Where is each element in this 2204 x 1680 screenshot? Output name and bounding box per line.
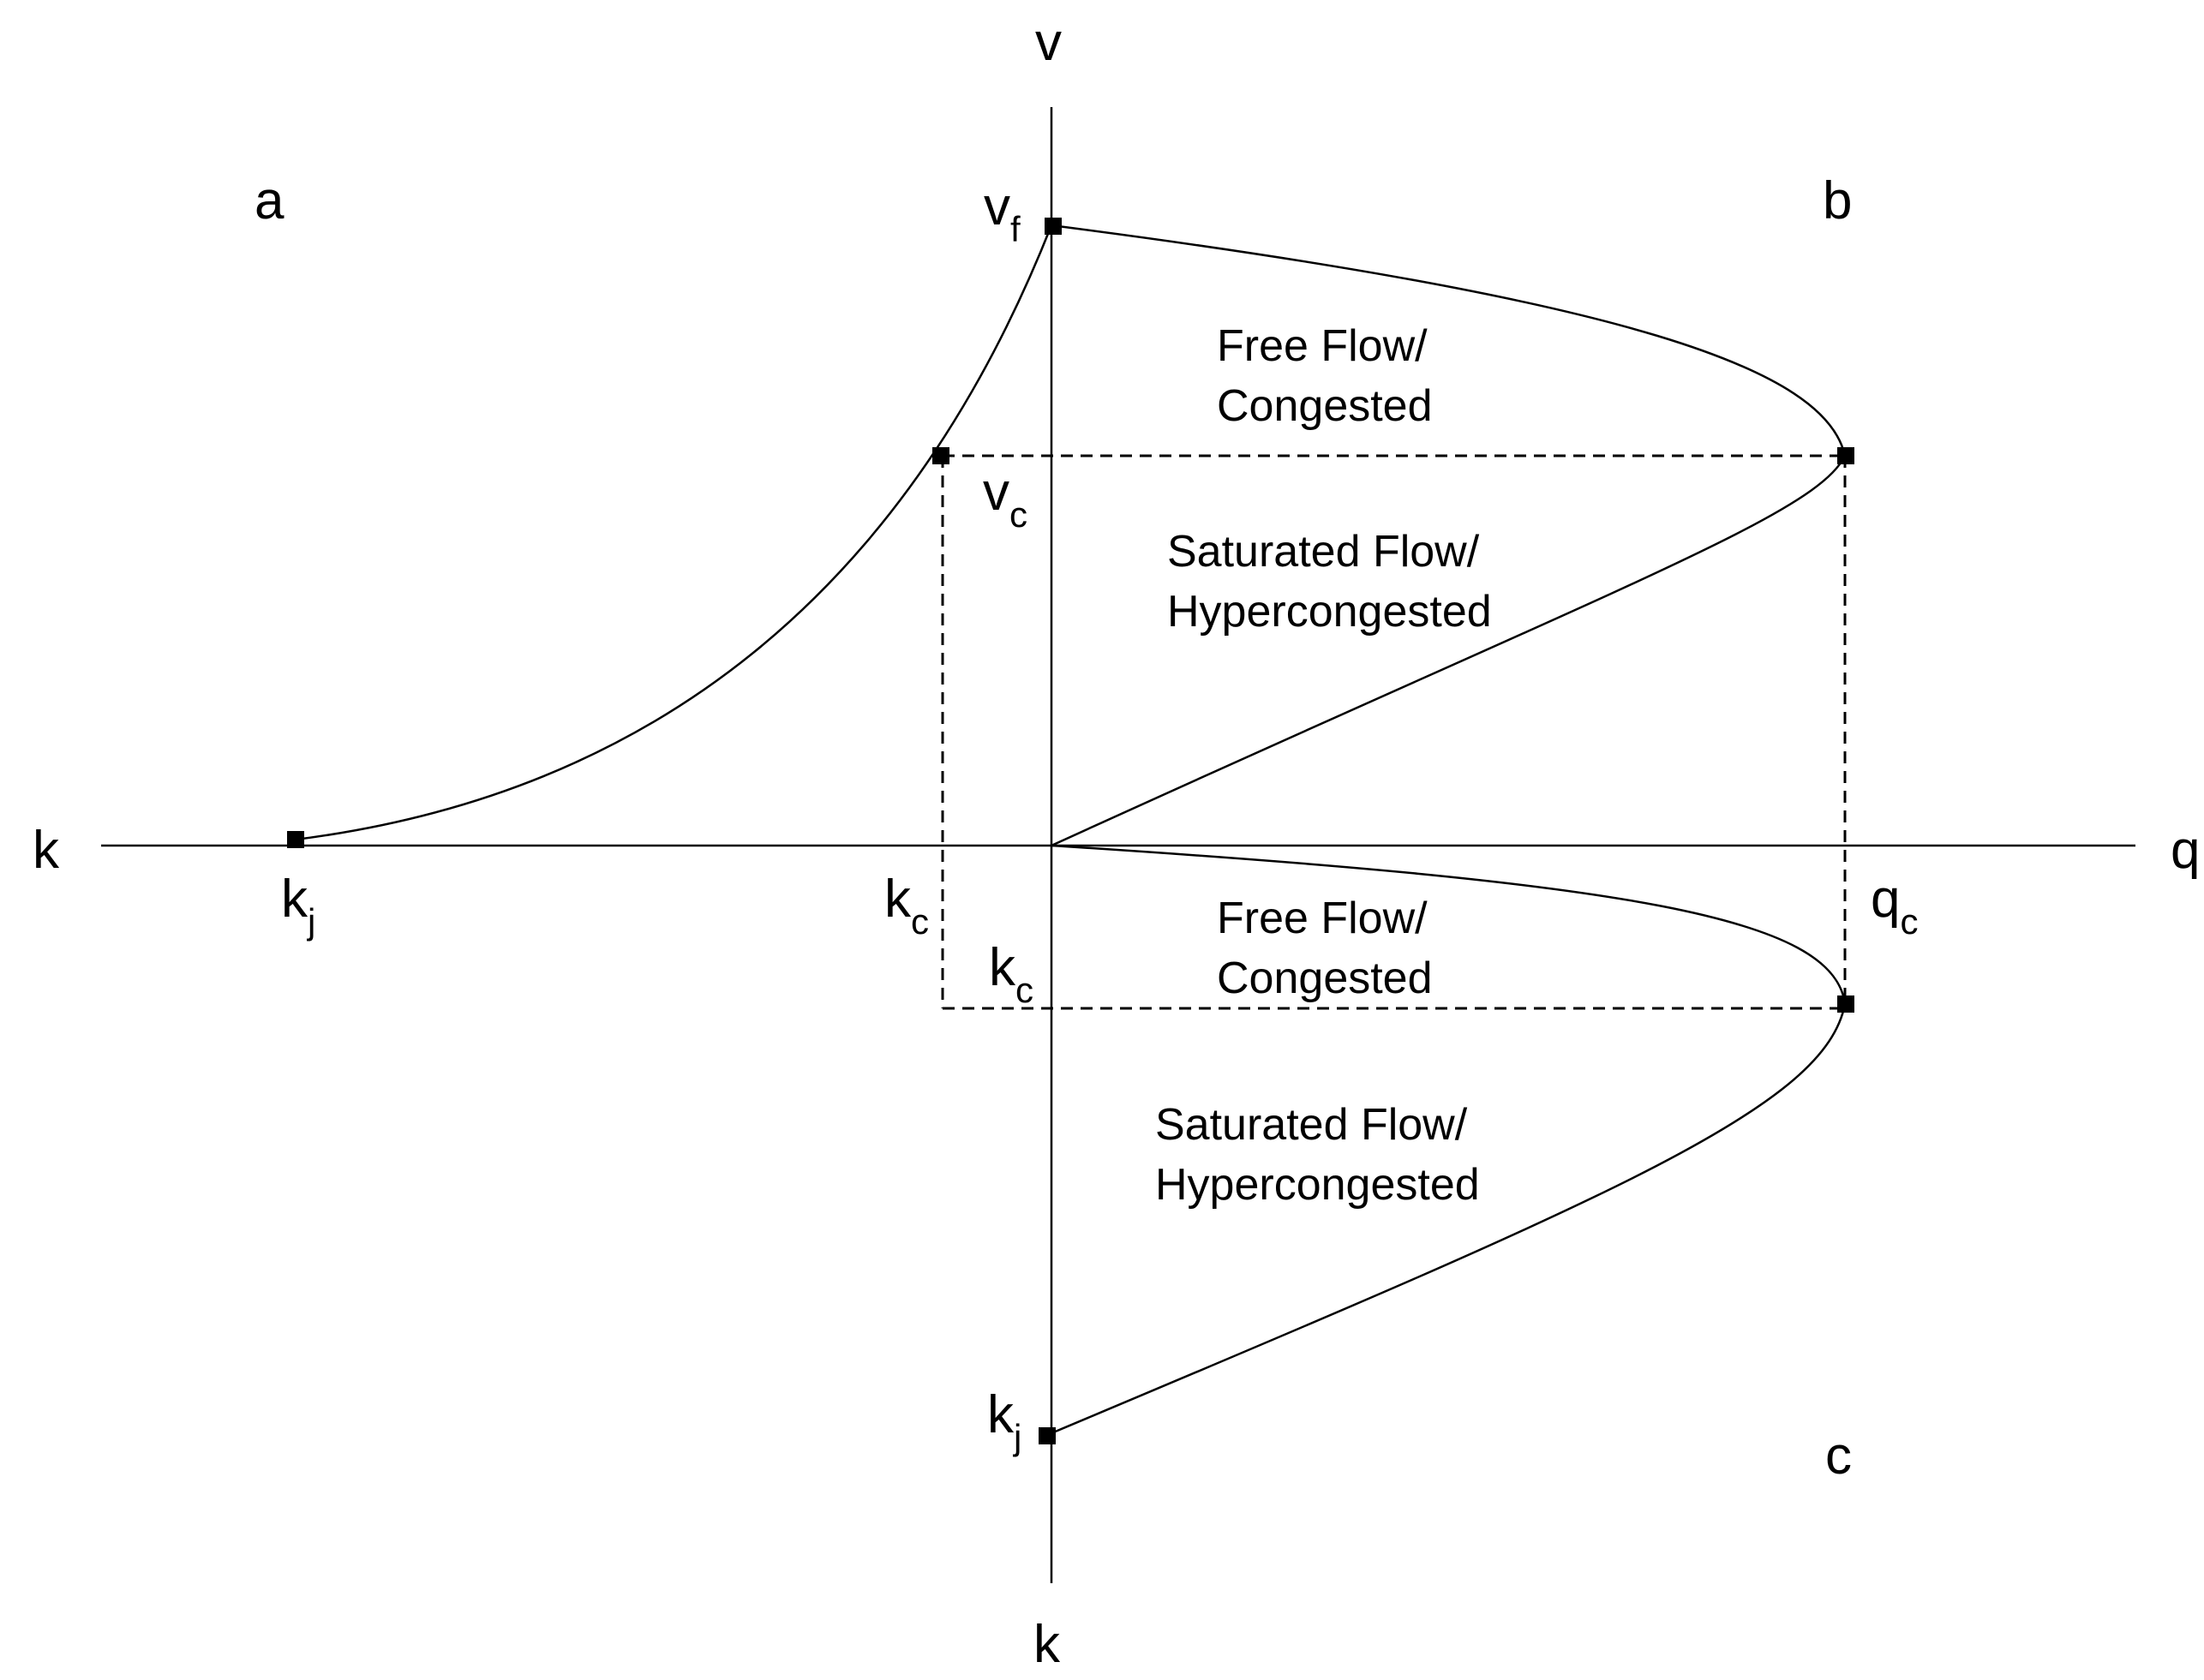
vf-marker [1045, 218, 1062, 235]
axis-label-bottom-k: k [1033, 1615, 1061, 1674]
vc-marker [932, 447, 949, 464]
qc-upper-marker [1837, 447, 1854, 464]
axis-label-top-v: v [1035, 13, 1062, 72]
lower-free-flow-label: Free Flow/ Congested [1217, 894, 1440, 1003]
speed-density-curve [295, 224, 1053, 841]
panel-label-b: b [1823, 171, 1852, 230]
kc-center-label: kc [989, 938, 1033, 1010]
kj-left-label: kj [281, 870, 315, 942]
vc-label: vc [983, 463, 1027, 535]
qc-lower-marker [1837, 995, 1854, 1013]
panel-label-a: a [255, 171, 284, 230]
axis-label-right-q: q [2171, 821, 2200, 880]
vf-label: vf [984, 177, 1021, 249]
kc-left-label: kc [884, 870, 929, 942]
axis-label-left-k: k [33, 821, 60, 880]
qc-label: qc [1871, 870, 1918, 942]
upper-saturated-flow-label: Saturated Flow/ Hypercongested [1167, 527, 1492, 637]
kj-bottom-label: kj [987, 1385, 1021, 1457]
kj-left-marker [287, 831, 304, 848]
kj-bottom-marker [1039, 1427, 1056, 1444]
panel-label-c: c [1825, 1426, 1852, 1486]
lower-saturated-flow-label: Saturated Flow/ Hypercongested [1155, 1100, 1480, 1210]
upper-free-flow-label: Free Flow/ Congested [1217, 321, 1440, 431]
